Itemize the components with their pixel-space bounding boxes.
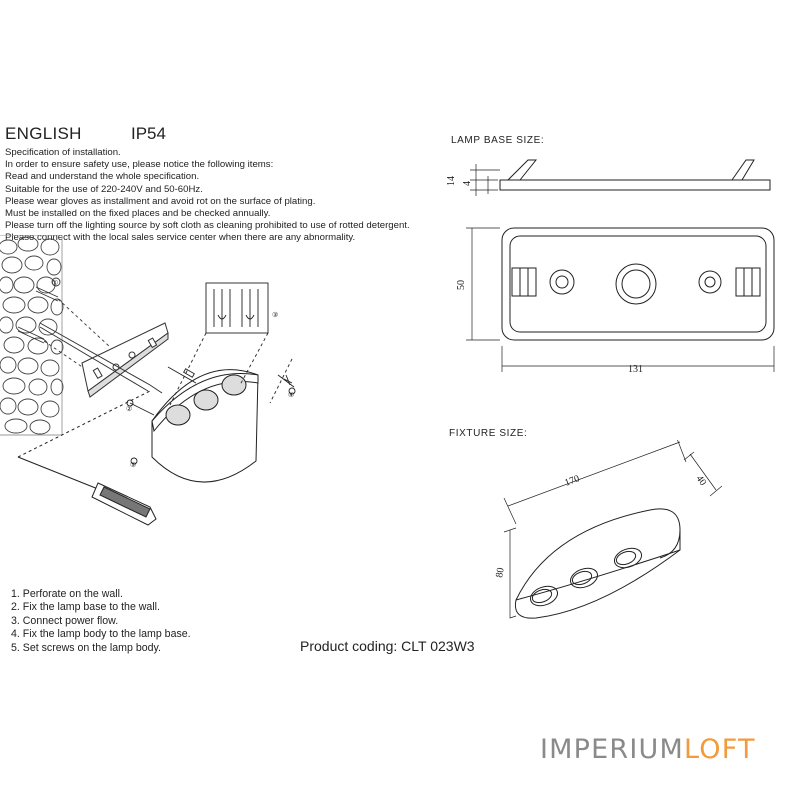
dim-fixture-height-80: 80 [494, 567, 507, 579]
spec-line: In order to ensure safety use, please no… [5, 159, 274, 171]
language-title: ENGLISH [5, 124, 82, 143]
step-item: 3. Connect power flow. [11, 614, 119, 627]
ip-rating: IP54 [131, 124, 166, 143]
spec-line: Please wear gloves as installment and av… [5, 195, 316, 207]
spec-line: Please turn off the lighting source by s… [5, 220, 410, 232]
callout-3: ③ [272, 311, 278, 319]
step-item: 5. Set screws on the lamp body. [11, 641, 161, 654]
lamp-base-top-view [466, 227, 775, 372]
dim-base-depth-50: 50 [456, 280, 467, 290]
dim-base-width-131: 131 [628, 364, 643, 375]
wiring-inset [169, 282, 269, 406]
dim-base-height-4: 4 [462, 181, 473, 186]
spec-line: Suitable for the use of 220-240V and 50-… [5, 183, 203, 195]
lamp-base-size-label: LAMP BASE SIZE: [451, 135, 545, 146]
screwdriver-illustration [17, 390, 157, 526]
callout-1: ① [52, 279, 58, 287]
lamp-body-illustration [151, 369, 259, 483]
installation-diagram: ① ② ③ ④ ⑤ [0, 235, 296, 526]
dim-base-height-14: 14 [446, 176, 457, 186]
spec-line: Must be installed on the fixed places an… [5, 208, 271, 220]
logo-part-loft: LOFT [683, 734, 756, 765]
callout-5: ⑤ [130, 461, 136, 469]
installation-steps: 1. Perforate on the wall. 2. Fix the lam… [11, 588, 191, 655]
lamp-base-drawing: 14 4 50 131 [446, 159, 775, 375]
dim-fixture-length-170: 170 [563, 473, 581, 488]
brand-logo: IMPERIUMLOFT [540, 734, 756, 765]
callout-2: ② [126, 405, 132, 413]
specification-text: Specification of installation. In order … [5, 147, 410, 245]
logo-part-imperium: IMPERIUM [540, 734, 684, 765]
spec-line: Specification of installation. [5, 147, 121, 158]
product-coding: Product coding: CLT 023W3 [300, 638, 475, 654]
dim-fixture-depth-40: 40 [694, 473, 709, 488]
fixture-isometric-view [503, 440, 723, 619]
lamp-base-plate [81, 322, 169, 398]
step-item: 1. Perforate on the wall. [11, 588, 123, 600]
spec-line: Read and understand the whole specificat… [5, 171, 200, 183]
callout-4: ④ [288, 391, 294, 399]
lamp-base-side-view [470, 159, 771, 196]
step-callouts: ① ② ③ ④ ⑤ [52, 279, 294, 469]
fixture-size-label: FIXTURE SIZE: [449, 428, 528, 439]
stone-wall-illustration [0, 235, 64, 436]
spec-line: Please connect with the local sales serv… [5, 232, 356, 244]
step-item: 2. Fix the lamp base to the wall. [11, 601, 160, 614]
fixture-drawing: 170 40 80 [494, 440, 723, 619]
step-item: 4. Fix the lamp body to the lamp base. [11, 628, 191, 641]
